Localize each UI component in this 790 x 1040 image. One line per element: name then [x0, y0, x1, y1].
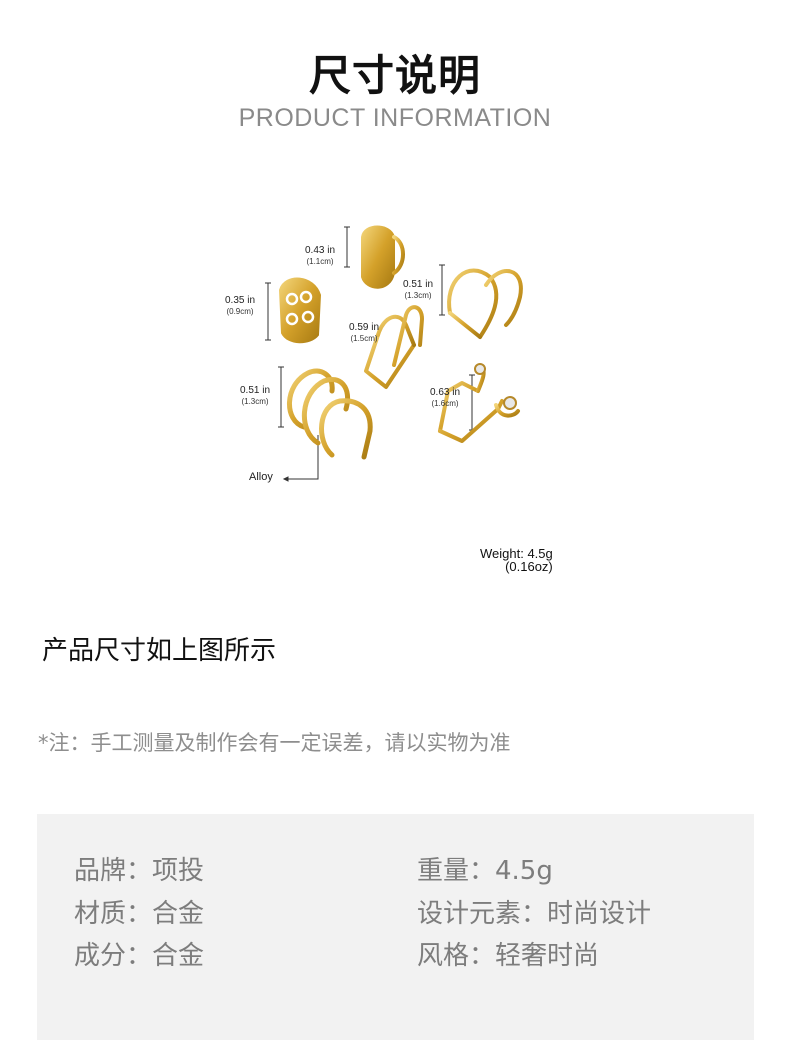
ear-cuffs [279, 225, 523, 460]
cuff-wide-band [361, 225, 405, 289]
material-label: Alloy [249, 471, 273, 483]
spec-material: 材质：合金 [74, 899, 205, 929]
weight-grams: Weight: 4.5g [480, 546, 553, 561]
size-description: 产品尺寸如上图所示 [42, 636, 277, 666]
spec-style: 风格：轻奢时尚 [417, 941, 600, 971]
dimension-label-v-shape: 0.59 in(1.5cm) [349, 322, 380, 343]
ear-cuffs-illustration [265, 225, 523, 482]
spec-weight: 重量：4.5g [417, 856, 553, 886]
spec-panel: 品牌：项投 重量：4.5g 材质：合金 设计元素：时尚设计 成分：合金 风格：轻… [37, 814, 754, 1040]
dimension-label-double-arch: 0.51 in(1.3cm) [403, 279, 434, 300]
product-size-diagram: 0.43 in(1.1cm) 0.35 in(0.9cm) 0.51 in(1.… [200, 195, 600, 595]
dimension-label-filigree: 0.35 in(0.9cm) [225, 295, 256, 316]
cuff-v-shape [364, 305, 424, 389]
dimension-label-triple: 0.51 in(1.3cm) [240, 385, 271, 406]
page-subtitle: PRODUCT INFORMATION [238, 104, 552, 132]
weight-ounces: (0.16oz) [505, 559, 553, 574]
cuff-rhinestone [438, 365, 520, 443]
spec-composition: 成分：合金 [74, 941, 205, 971]
rhinestones [474, 363, 517, 410]
cuff-double-arch [447, 268, 523, 339]
spec-design: 设计元素：时尚设计 [417, 899, 652, 929]
dimension-rulers [265, 226, 475, 482]
cuff-triple [287, 368, 373, 460]
weight-label: Weight: 4.5g (0.16oz) [480, 547, 553, 573]
spec-brand: 品牌：项投 [74, 856, 205, 886]
dimension-label-band: 0.43 in(1.1cm) [305, 245, 336, 266]
dimension-label-rhinestone: 0.63 in(1.6cm) [430, 387, 461, 408]
measurement-note: *注：手工测量及制作会有一定误差，请以实物为准 [38, 731, 511, 755]
page-title: 尺寸说明 [308, 51, 481, 100]
cuff-filigree [279, 277, 321, 344]
